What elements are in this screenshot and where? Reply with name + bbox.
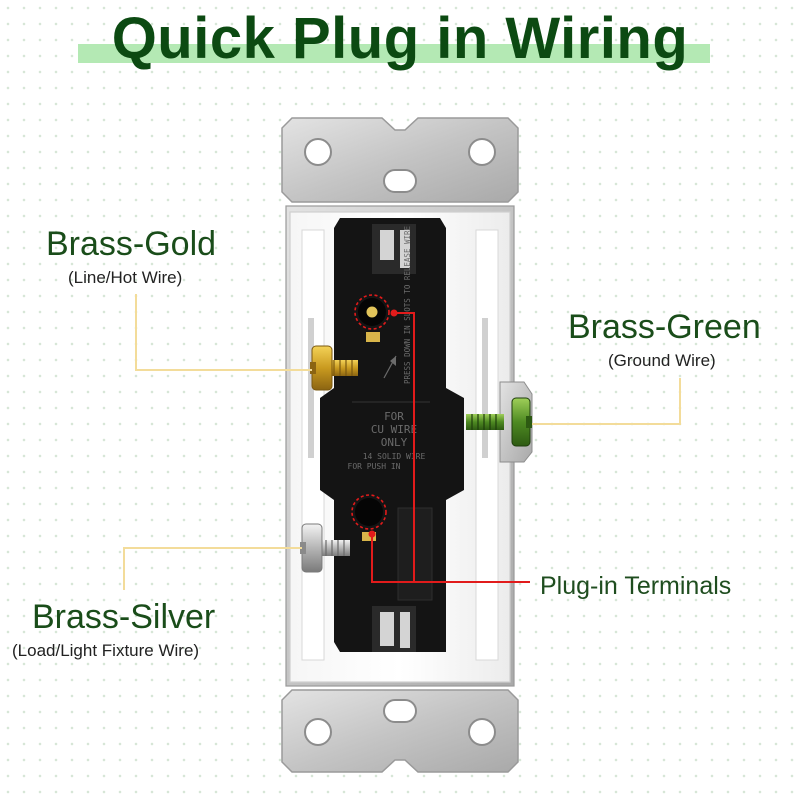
upper-terminal-line xyxy=(394,312,530,583)
imprint-line-2: CU WIRE xyxy=(371,423,417,436)
leader-lines xyxy=(123,294,681,590)
page-title: Quick Plug in Wiring xyxy=(111,6,689,71)
brass-silver-sublabel: (Load/Light Fixture Wire) xyxy=(12,641,200,660)
imprint-line-1: FOR xyxy=(384,410,404,423)
brass-green-sublabel: (Ground Wire) xyxy=(608,351,716,370)
lower-terminal-line xyxy=(371,534,414,583)
release-arrow-head xyxy=(390,356,396,366)
plug-in-terminals-label: Plug-in Terminals xyxy=(540,572,732,600)
lower-terminal xyxy=(351,494,387,541)
title-area: Quick Plug in Wiring xyxy=(0,0,800,80)
brass-green-leader xyxy=(532,378,681,425)
brass-green-label: Brass-Green xyxy=(568,308,761,346)
body-imprint: FOR CU WIRE ONLY 14 SOLID WIRE FOR PUSH … xyxy=(348,225,426,471)
brass-gold-sublabel: (Line/Hot Wire) xyxy=(68,268,183,287)
brass-gold-screw xyxy=(310,345,358,391)
plug-in-terminal-lines xyxy=(368,309,530,583)
brass-silver-label: Brass-Silver xyxy=(32,598,216,636)
brass-silver-leader xyxy=(123,547,302,590)
brass-gold-label: Brass-Gold xyxy=(46,225,217,263)
brass-gold-leader xyxy=(135,294,312,371)
imprint-line-3: ONLY xyxy=(381,436,408,449)
title-highlight-bar xyxy=(78,44,710,63)
imprint-line-4: 14 SOLID WIRE xyxy=(363,452,426,461)
imprint-line-5: FOR PUSH IN xyxy=(348,462,401,471)
imprint-side: PRESS DOWN IN SLOTS TO RELEASE WIRE xyxy=(403,225,412,384)
brass-green-screw xyxy=(466,381,533,463)
upper-terminal xyxy=(354,294,390,342)
brass-silver-screw xyxy=(300,523,350,573)
